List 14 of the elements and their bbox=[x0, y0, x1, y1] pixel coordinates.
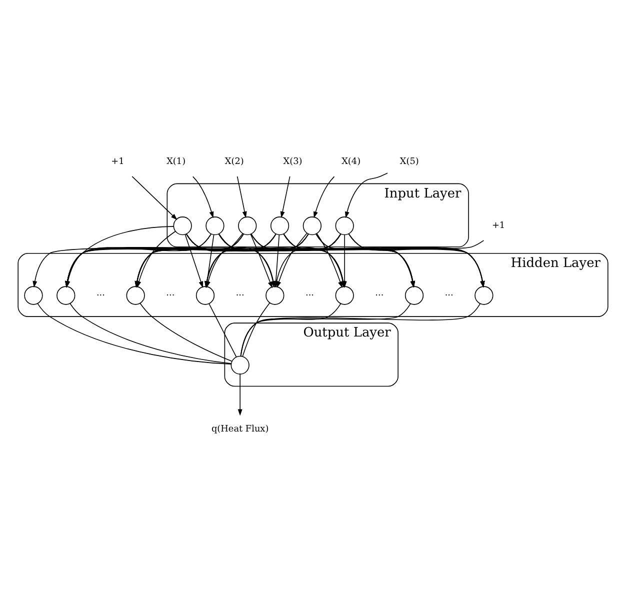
label: ··· bbox=[306, 290, 314, 300]
node-text: X(1) bbox=[166, 156, 186, 167]
node-text: X(2) bbox=[224, 156, 244, 167]
node-text: X(3) bbox=[283, 156, 302, 167]
node-text: +1 bbox=[111, 156, 124, 167]
node-text: q(Heat Flux) bbox=[211, 424, 269, 434]
label: ··· bbox=[444, 290, 454, 300]
label: ··· bbox=[236, 290, 244, 300]
label: ··· bbox=[375, 290, 384, 300]
label: ··· bbox=[96, 290, 105, 300]
label: ··· bbox=[166, 290, 175, 300]
node-text: X(5) bbox=[400, 156, 419, 167]
node-text: X(4) bbox=[342, 156, 361, 167]
node-text: +1 bbox=[492, 220, 506, 231]
